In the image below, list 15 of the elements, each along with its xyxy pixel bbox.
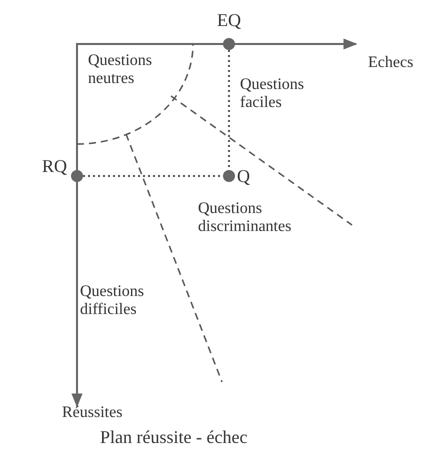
caption: Plan réussite - échec: [100, 428, 248, 446]
region-label: Questions difficiles: [80, 283, 145, 319]
region-label: Questions discriminantes: [198, 200, 292, 236]
axis-label: Réussites: [62, 404, 124, 422]
point-label: Q: [237, 166, 250, 186]
axis-label: Echecs: [368, 54, 414, 72]
data-point: [71, 170, 83, 182]
region-label: Questions neutres: [88, 52, 153, 88]
dotted-line: [228, 50, 230, 170]
region-label: Questions faciles: [240, 76, 305, 112]
point-label: EQ: [217, 10, 241, 30]
data-point: [223, 170, 235, 182]
point-label: RQ: [42, 156, 68, 176]
data-point: [223, 38, 235, 50]
dotted-line: [83, 175, 223, 177]
